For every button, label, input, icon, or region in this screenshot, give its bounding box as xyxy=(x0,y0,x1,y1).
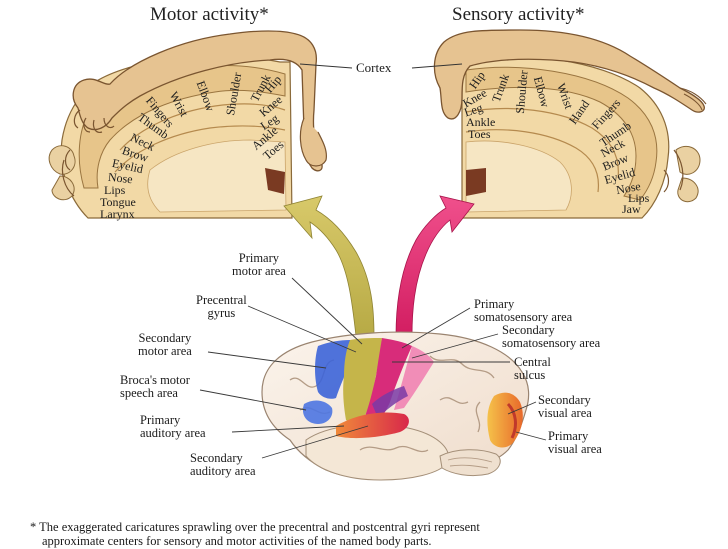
label-secondary-visual-line2: visual area xyxy=(538,406,592,420)
primary-motor-area-region xyxy=(343,338,382,426)
label-primary-somato-line1: Primary xyxy=(474,297,515,311)
label-primary-auditory-area: Primary auditory area xyxy=(140,414,206,440)
label-secondary-somato-line2: somatosensory area xyxy=(502,336,601,350)
label-primary-visual-line2: visual area xyxy=(548,442,602,456)
label-central-sulcus-line2: sulcus xyxy=(514,368,546,382)
label-central-sulcus-line1: Central xyxy=(514,355,551,369)
sensory-activity-title: Sensory activity* xyxy=(452,4,585,25)
sensory-part-lips: Lips xyxy=(628,191,650,205)
cortex-pointer-right xyxy=(411,63,463,69)
primary-auditory-region xyxy=(336,412,409,439)
label-precentral-gyrus: Precentral gyrus xyxy=(196,294,247,320)
label-secondary-auditory-area: Secondary auditory area xyxy=(190,452,256,478)
sensory-part-ankle: Ankle xyxy=(466,115,496,129)
sensory-part-shoulder: Shoulder xyxy=(512,69,531,115)
label-primary-visual-area: Primary visual area xyxy=(548,430,602,456)
label-secondary-somatosensory-area: Secondary somatosensory area xyxy=(502,324,600,350)
label-secondary-motor-line2: motor area xyxy=(138,344,192,358)
label-secondary-somato-line1: Secondary xyxy=(502,323,555,337)
sensory-section xyxy=(433,29,707,219)
label-broca-area: Broca's motor speech area xyxy=(120,374,190,400)
secondary-motor-area-region xyxy=(315,340,352,399)
visual-area-region xyxy=(487,392,523,448)
label-broca-line1: Broca's motor xyxy=(120,373,190,387)
motor-section xyxy=(48,30,327,219)
cortex-label: Cortex xyxy=(356,60,392,75)
motor-part-larynx: Larynx xyxy=(100,207,135,221)
label-secondary-auditory-line2: auditory area xyxy=(190,464,256,478)
label-primary-somato-line2: somatosensory area xyxy=(474,310,573,324)
sensory-part-jaw: Jaw xyxy=(622,202,641,216)
lateral-brain xyxy=(261,331,530,481)
label-secondary-auditory-line1: Secondary xyxy=(190,451,243,465)
cortex-pointer-left xyxy=(299,63,353,69)
label-secondary-visual-line1: Secondary xyxy=(538,393,591,407)
leader-lines xyxy=(199,277,547,459)
label-primary-motor-line1: Primary xyxy=(238,251,280,265)
label-primary-auditory-line2: auditory area xyxy=(140,426,206,440)
label-primary-motor-area: Primary motor area xyxy=(232,252,286,278)
label-central-sulcus: Central sulcus xyxy=(514,356,551,382)
sensory-arrow xyxy=(395,195,475,337)
label-primary-somatosensory-area: Primary somatosensory area xyxy=(474,298,572,324)
motor-part-lips: Lips xyxy=(104,183,126,197)
label-secondary-motor-area: Secondary motor area xyxy=(138,332,192,358)
motor-part-tongue: Tongue xyxy=(100,195,136,209)
label-primary-motor-line2: motor area xyxy=(232,264,286,278)
broca-area-region xyxy=(302,400,333,424)
label-secondary-visual-area: Secondary visual area xyxy=(538,394,592,420)
label-broca-line2: speech area xyxy=(120,386,178,400)
sensory-part-toes: Toes xyxy=(468,127,491,141)
footnote-line1: * The exaggerated caricatures sprawling … xyxy=(30,520,480,534)
label-primary-auditory-line1: Primary xyxy=(140,413,181,427)
label-primary-visual-line1: Primary xyxy=(548,429,589,443)
footnote-line2: approximate centers for sensory and moto… xyxy=(42,534,432,548)
label-precentral-line1: Precentral xyxy=(196,293,247,307)
motor-arrow xyxy=(283,195,375,337)
label-secondary-motor-line1: Secondary xyxy=(138,331,192,345)
motor-activity-title: Motor activity* xyxy=(150,4,269,25)
label-precentral-line2: gyrus xyxy=(207,306,236,320)
